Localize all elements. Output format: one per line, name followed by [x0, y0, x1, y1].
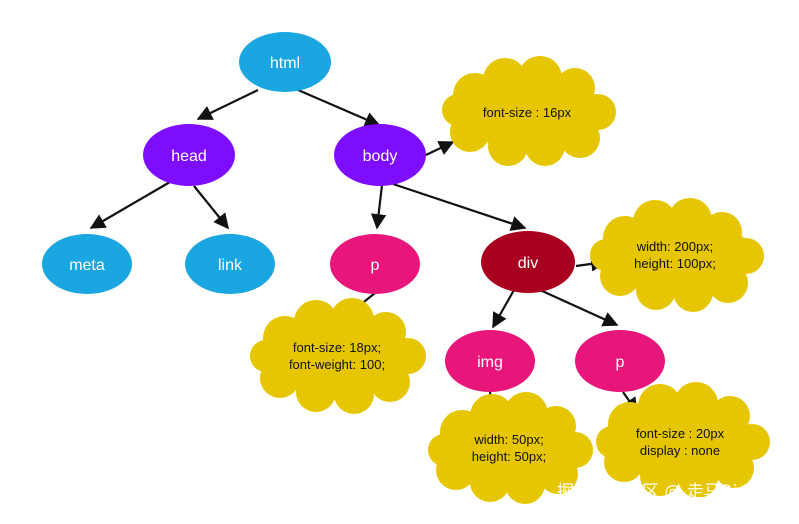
cloud-img-style: width: 50px; height: 50px;: [428, 392, 593, 504]
cloud-line: font-size: 18px;: [293, 340, 381, 355]
node-p-child: p: [575, 330, 665, 392]
node-link: link: [185, 234, 275, 294]
cloud-div-style: width: 200px; height: 100px;: [590, 198, 764, 312]
cloud-line: font-weight: 100;: [289, 357, 385, 372]
node-body: body: [334, 124, 426, 186]
node-label: body: [363, 148, 398, 165]
node-label: div: [518, 255, 538, 272]
cloud-line: height: 50px;: [472, 449, 546, 464]
edge-html-body: [297, 88, 381, 127]
cloud-line: font-size : 20px: [636, 426, 725, 441]
edge-head-link: [193, 185, 229, 230]
node-html: html: [239, 32, 331, 92]
cloud-line: display : none: [640, 443, 720, 458]
watermark: 掘金技术社区 @ 走马Ricardo: [557, 482, 785, 502]
edge-body-cloud: [425, 141, 455, 156]
node-label: html: [270, 55, 300, 72]
edge-div-p: [539, 288, 619, 327]
cloud-line: width: 50px;: [473, 432, 543, 447]
node-meta: meta: [42, 234, 132, 294]
node-label: img: [477, 354, 503, 371]
node-label: link: [218, 257, 243, 274]
edge-body-div: [392, 182, 527, 231]
cloud-line: width: 200px;: [636, 239, 714, 254]
cloud-p2-style: font-size : 20px display : none: [596, 382, 770, 498]
edge-div-img: [492, 289, 515, 329]
node-p: p: [330, 234, 420, 294]
node-img: img: [445, 330, 535, 392]
cloud-line: height: 100px;: [634, 256, 716, 271]
cloud-p-style: font-size: 18px; font-weight: 100;: [250, 298, 426, 414]
node-div: div: [481, 231, 575, 293]
node-head: head: [143, 124, 235, 186]
node-label: head: [171, 148, 207, 165]
cloud-line: font-size : 16px: [483, 105, 572, 120]
node-label: p: [371, 257, 380, 274]
edge-html-head: [196, 89, 259, 120]
node-label: meta: [69, 257, 105, 274]
node-label: p: [616, 354, 625, 371]
edge-head-meta: [89, 181, 171, 229]
edge-body-p: [370, 184, 387, 230]
cloud-body-style: font-size : 16px: [442, 56, 616, 166]
